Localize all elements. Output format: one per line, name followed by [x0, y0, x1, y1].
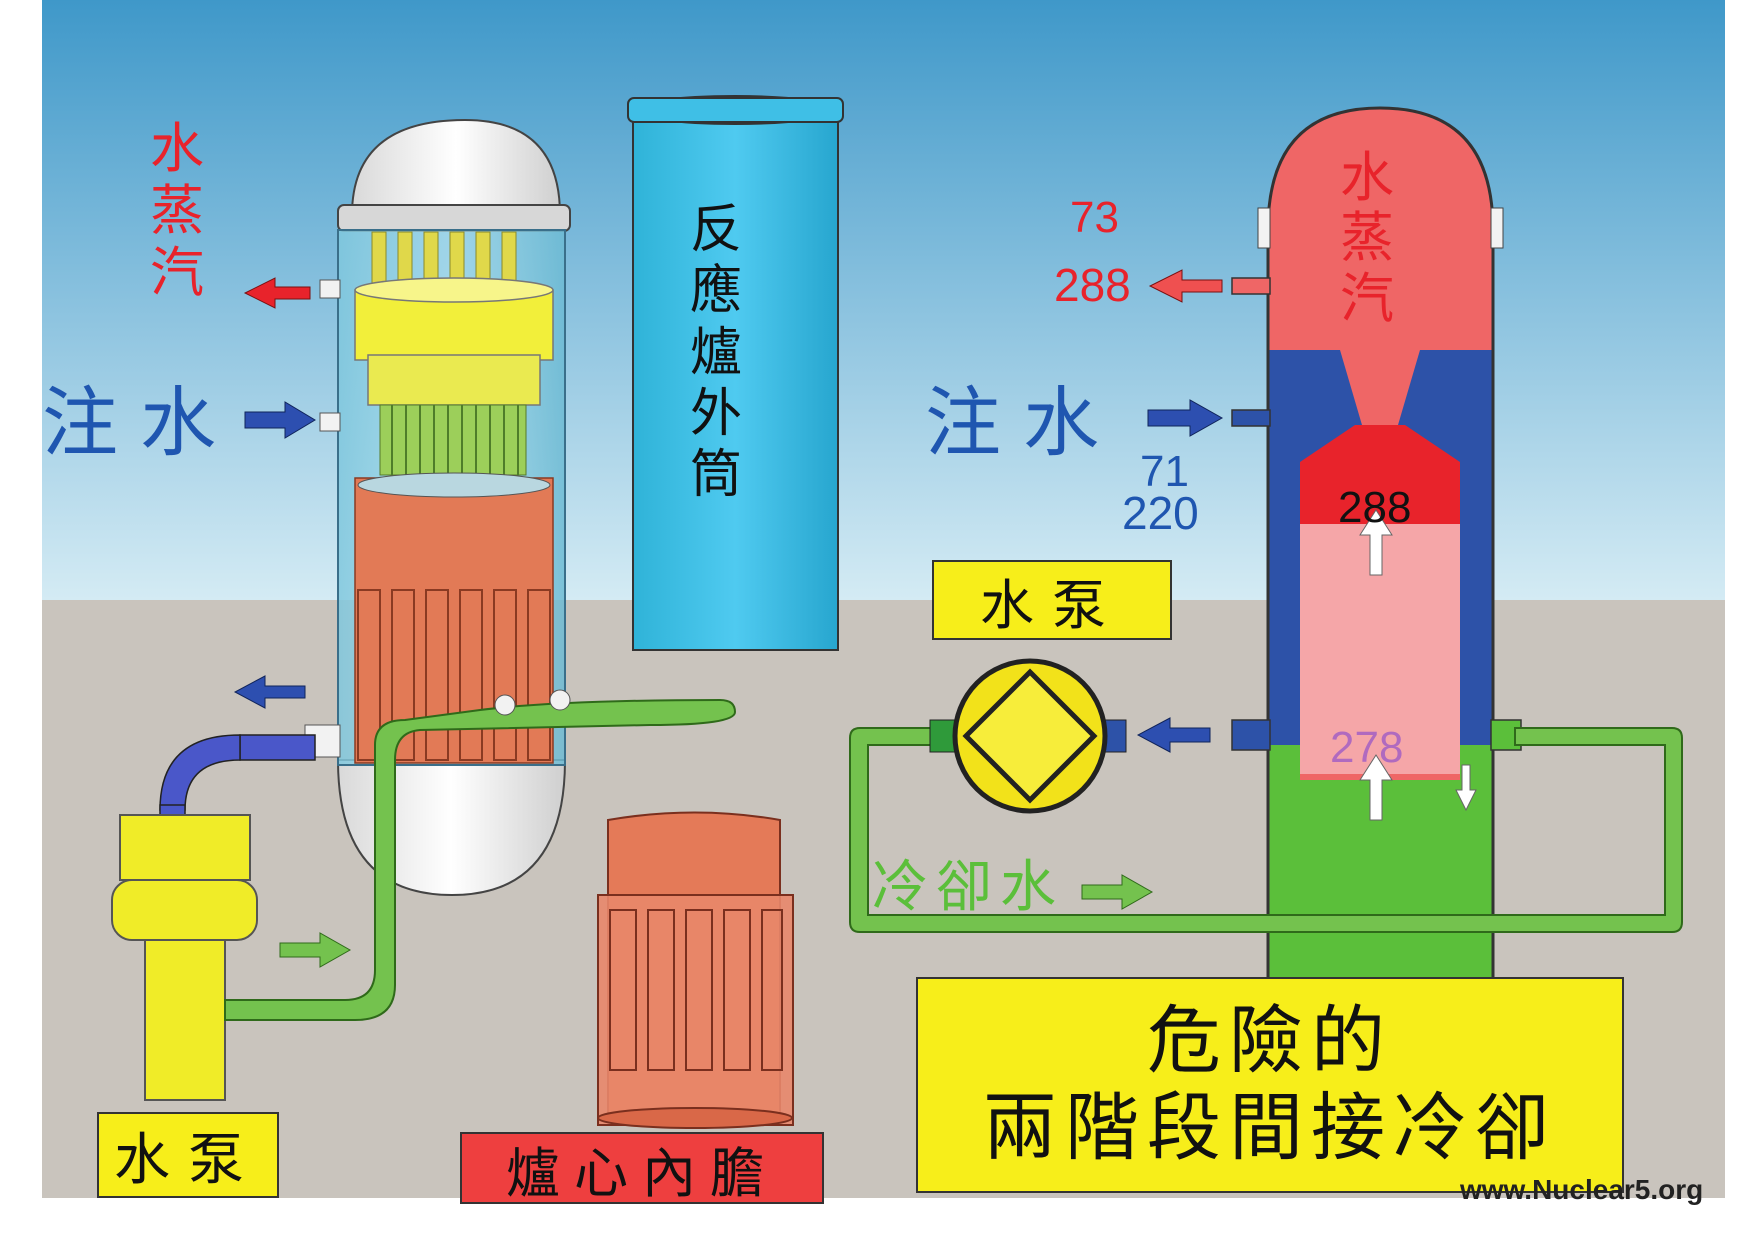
coolant-loop: [849, 727, 1683, 933]
title-line-2: 兩階段間接冷卻: [983, 1085, 1557, 1171]
left-inject-arrow: [244, 401, 316, 439]
title-box: 危險的 兩階段間接冷卻: [916, 977, 1624, 1193]
core-top-temp: 288: [1338, 483, 1412, 532]
right-return-arrow: [1136, 717, 1211, 753]
coolant-arrow: [1081, 874, 1154, 910]
title-line-1: 危險的: [1147, 997, 1393, 1084]
left-pump-label-box: 水泵: [97, 1112, 279, 1198]
left-outflow-arrow: [233, 675, 306, 709]
right-pump-symbol: [929, 658, 1127, 814]
right-steam-temp: 288: [1054, 259, 1131, 311]
right-steam-pressure: 73: [1070, 193, 1119, 242]
reactor-barrel: [627, 95, 844, 651]
coolant-label: 冷卻水: [872, 855, 1064, 920]
right-inject-temp: 220: [1122, 487, 1199, 539]
core-shroud: [597, 811, 794, 1129]
left-inject-label: 注水: [42, 378, 238, 467]
left-pump-arrow: [279, 932, 352, 968]
right-inject-pressure: 71: [1140, 447, 1189, 496]
watermark: www.Nuclear5.org: [1460, 1174, 1704, 1205]
barrel-label: 反應爐外筒: [690, 200, 743, 506]
left-reactor-vessel: [304, 118, 571, 897]
core-label: 爐心內膽: [506, 1141, 778, 1205]
right-steam-label: 水蒸汽: [1340, 146, 1394, 330]
right-pump-label-box: 水泵: [932, 560, 1172, 640]
core-bottom-temp: 278: [1330, 723, 1404, 772]
left-pump-label: 水泵: [114, 1127, 262, 1193]
right-pump-label: 水泵: [980, 573, 1124, 637]
left-steam-label: 水蒸汽: [150, 117, 204, 305]
right-steam-arrow: [1148, 269, 1223, 303]
right-inject-label: 注水: [925, 378, 1121, 467]
left-steam-arrow: [243, 277, 311, 309]
core-label-box: 爐心內膽: [460, 1132, 824, 1205]
right-inject-arrow: [1147, 399, 1224, 437]
left-recirculation-loop: [111, 689, 737, 1101]
